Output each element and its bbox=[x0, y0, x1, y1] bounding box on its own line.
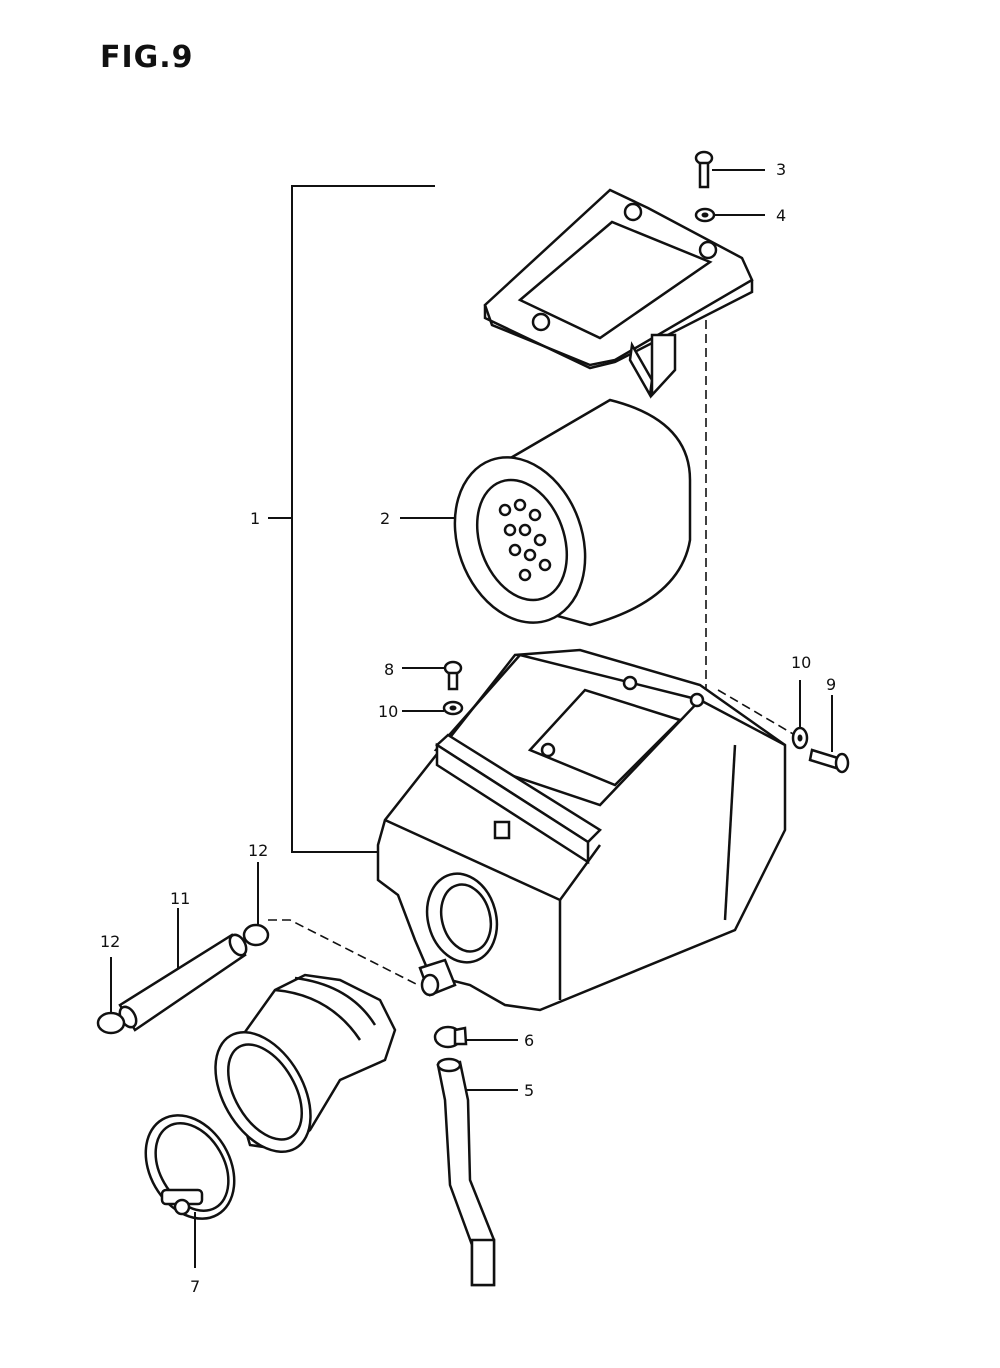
callout-10-left: 10 bbox=[378, 702, 398, 721]
callout-2: 2 bbox=[380, 509, 390, 528]
callout-8: 8 bbox=[384, 660, 394, 679]
callout-3: 3 bbox=[776, 160, 786, 179]
figure-title: FIG.9 bbox=[100, 40, 194, 75]
air-cleaner-cover bbox=[483, 188, 754, 399]
part-3-screw bbox=[694, 150, 765, 189]
alignment-line-hose bbox=[268, 919, 419, 986]
assembly-bracket bbox=[268, 185, 435, 853]
case-rail bbox=[434, 733, 602, 865]
callout-5: 5 bbox=[524, 1081, 534, 1100]
callout-4: 4 bbox=[776, 206, 786, 225]
drain-nozzle bbox=[418, 958, 457, 997]
part-12-clamp-left bbox=[96, 957, 126, 1035]
callout-9: 9 bbox=[826, 675, 836, 694]
part-7-clamp bbox=[144, 1114, 236, 1268]
part-2-air-filter bbox=[400, 398, 692, 627]
part-5-drain-tube bbox=[436, 1057, 518, 1287]
air-cleaner-case bbox=[376, 648, 787, 1012]
part-10-washer-right bbox=[791, 680, 809, 750]
callout-12-right: 12 bbox=[248, 841, 268, 860]
callout-6: 6 bbox=[524, 1031, 534, 1050]
part-6-clip bbox=[433, 1025, 518, 1049]
part-12-clamp-right bbox=[242, 862, 270, 947]
callout-1: 1 bbox=[250, 509, 260, 528]
alignment-line-side bbox=[717, 689, 801, 739]
part-9-bolt bbox=[808, 695, 850, 774]
part-4-washer bbox=[694, 207, 765, 223]
callout-7: 7 bbox=[190, 1277, 200, 1296]
callout-12-left: 12 bbox=[100, 932, 120, 951]
part-10-washer-left bbox=[402, 700, 464, 716]
callout-11: 11 bbox=[170, 889, 190, 908]
part-11-hose bbox=[118, 908, 248, 1032]
filter-holes bbox=[498, 498, 552, 582]
intake-joint bbox=[214, 973, 397, 1153]
part-8-screw bbox=[402, 660, 463, 691]
callout-10-right: 10 bbox=[791, 653, 811, 672]
